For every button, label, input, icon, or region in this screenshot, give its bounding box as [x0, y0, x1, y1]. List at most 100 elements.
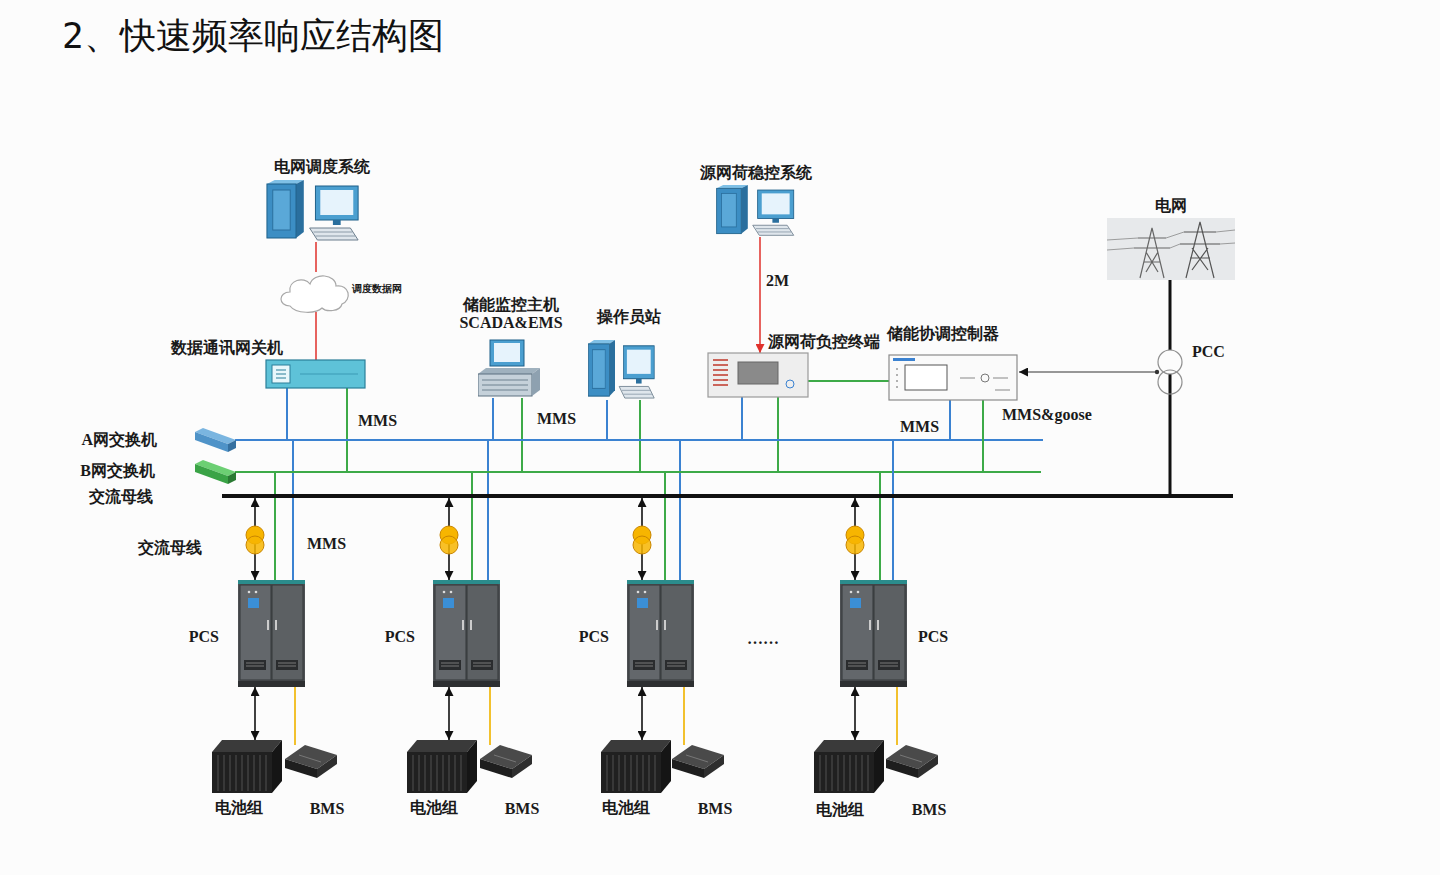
node-label: BMS: [505, 800, 540, 818]
connector-line: [254, 687, 256, 740]
network-cloud: [281, 276, 348, 312]
node-label: BMS: [310, 800, 345, 818]
network-switch-b: [195, 460, 236, 484]
node-label: PCS: [189, 628, 219, 646]
gateway-device: [272, 365, 290, 383]
coordination-controller: [893, 358, 915, 361]
node-label: 操作员站: [597, 308, 661, 326]
free-label: MMS: [537, 410, 576, 428]
battery-icon: [407, 740, 477, 793]
coordination-controller: [960, 378, 1010, 390]
connector-line: [641, 687, 643, 740]
monitoring-host: 储能监控主机 SCADA&EMS: [478, 338, 542, 398]
battery-pack: 电池组: [407, 740, 477, 793]
connector-line: [236, 472, 472, 580]
transformer-symbol: [846, 526, 864, 554]
free-label: ……: [747, 630, 779, 648]
bms-unit: BMS: [285, 745, 337, 778]
ac-busbar: 交流母线: [222, 494, 1233, 498]
connector-line: [236, 440, 488, 580]
free-label: 交流母线: [138, 539, 202, 557]
coordination-controller: 储能协调控制器: [889, 355, 1017, 400]
pcs-cabinet: [433, 580, 500, 687]
connector-line: [315, 312, 317, 360]
connector-line: [315, 242, 317, 272]
pcs-unit: PCS: [433, 580, 500, 687]
load-control-terminal: [713, 360, 728, 385]
free-label: MMS: [900, 418, 939, 436]
node-label: 调度数据网: [352, 283, 402, 295]
connector-line: [489, 687, 491, 745]
connector-line: [236, 472, 275, 580]
power-grid-picture: [1107, 218, 1235, 280]
connector-line: [236, 472, 665, 580]
node-label: PCS: [918, 628, 948, 646]
gateway-device: [300, 374, 358, 375]
power-grid: 电网: [1107, 218, 1235, 280]
bms-icon: [672, 745, 724, 778]
coordination-controller: [889, 355, 1017, 400]
connector-line: [448, 687, 450, 740]
operator-station: 操作员站: [587, 340, 657, 400]
transformer-symbol: [633, 526, 651, 554]
dispatch-network-cloud: 调度数据网: [278, 272, 350, 312]
stability-computer-icon: [717, 185, 794, 235]
gateway-device: [266, 360, 365, 388]
pcc-transformer: [1158, 370, 1182, 394]
node-label: A网交换机: [81, 431, 157, 449]
dispatch-computer-icon: [267, 180, 358, 240]
free-label: MMS: [358, 412, 397, 430]
network-switch-a: [195, 428, 236, 452]
battery-pack: 电池组: [601, 740, 671, 793]
power-grid-picture: [1180, 222, 1220, 278]
load-control-terminal: 源网荷负控终端: [708, 353, 808, 397]
scada-server-icon: [478, 340, 540, 396]
pcc-transformer: [1155, 370, 1159, 374]
connector-line: [236, 440, 893, 580]
stability-control-system: 源网荷稳控系统: [715, 185, 797, 237]
connector-line: [236, 400, 983, 472]
coordination-controller: [905, 365, 947, 390]
battery-icon: [212, 740, 282, 793]
transformer-symbol: [246, 526, 264, 554]
connector-line: [236, 397, 742, 440]
connector-line: [236, 472, 880, 580]
node-label: PCS: [579, 628, 609, 646]
bms-unit: BMS: [480, 745, 532, 778]
transformer-symbol: [440, 526, 458, 554]
pcc-transformer: [1155, 350, 1182, 394]
free-label: MMS&goose: [1002, 406, 1092, 424]
load-control-terminal: [738, 362, 778, 384]
connector-line: [854, 687, 856, 740]
connector-line: [236, 400, 640, 472]
bms-unit: BMS: [886, 745, 938, 778]
node-label: 交流母线: [89, 488, 153, 506]
edge-label: 2M: [766, 272, 789, 290]
gateway: 数据通讯网关机: [266, 360, 365, 388]
connector-line: [683, 687, 685, 745]
node-label: 储能监控主机 SCADA&EMS: [446, 296, 576, 333]
gateway-device: [266, 360, 365, 388]
node-label: 源网荷负控终端: [768, 333, 880, 351]
pcs-unit: PCS: [627, 580, 694, 687]
dispatch-system: 电网调度系统: [265, 180, 362, 242]
connector-line: [1169, 280, 1172, 494]
network-switch-b: [228, 472, 236, 484]
node-label: 电池组: [215, 799, 263, 817]
node-label: PCS: [385, 628, 415, 646]
free-label: MMS: [307, 535, 346, 553]
network-switch-a: [195, 432, 228, 452]
node-label: 储能协调控制器: [887, 325, 999, 343]
switch-a: A网交换机: [193, 428, 236, 452]
switch-b: B网交换机: [193, 460, 236, 484]
connector-line: [808, 380, 889, 382]
connector-line: [236, 400, 607, 440]
node-label: B网交换机: [80, 462, 155, 480]
connector-line: [294, 687, 296, 745]
node-label: 电池组: [816, 801, 864, 819]
node-label: 数据通讯网关机: [171, 339, 283, 357]
node-label: 电网: [1155, 197, 1187, 215]
node-label: BMS: [698, 800, 733, 818]
connector-line: [896, 687, 898, 745]
